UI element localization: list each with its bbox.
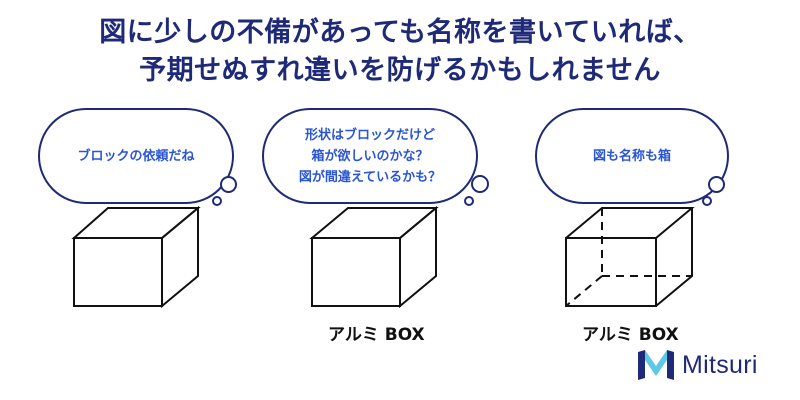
- mitsuri-logo: Mitsuri: [636, 348, 758, 382]
- hollow-box-3: [565, 207, 695, 307]
- thought-dot-large-3: [708, 176, 725, 193]
- mitsuri-m-logo-icon: [638, 350, 674, 380]
- thought-bubble-3: 図も名称も箱: [535, 108, 729, 204]
- thought-dot-small-3: [702, 196, 712, 206]
- solid-block-1: [71, 205, 201, 309]
- headline-line-2: 予期せぬすれ違いを防げるかもしれません: [139, 55, 661, 86]
- bubble-1-line-1: ブロックの依頼だね: [77, 148, 195, 164]
- bubble-2-line-2: 箱が欲しいのかな？: [311, 148, 429, 164]
- thought-bubble-1: ブロックの依頼だね: [38, 108, 234, 204]
- solid-block-2: [309, 205, 439, 309]
- headline: 図に少しの不備があっても名称を書いていれば、 予期せぬすれ違いを防げるかもしれま…: [0, 14, 800, 90]
- logo-text: Mitsuri: [682, 350, 758, 379]
- thought-dot-large-1: [220, 176, 237, 193]
- thought-dot-small-2: [464, 196, 474, 206]
- headline-line-1: 図に少しの不備があっても名称を書いていれば、: [99, 17, 701, 48]
- thought-dot-small-1: [212, 196, 222, 206]
- bubble-2-line-1: 形状はブロックだけど: [304, 127, 435, 143]
- box-label-3: アルミ BOX: [582, 325, 679, 345]
- thought-bubble-2: 形状はブロックだけど 箱が欲しいのかな？ 図が間違えているかも？: [262, 108, 478, 204]
- bubble-2-line-3: 図が間違えているかも？: [298, 169, 442, 185]
- thought-dot-large-2: [471, 175, 489, 193]
- bubble-3-line-1: 図も名称も箱: [592, 148, 671, 164]
- box-label-2: アルミ BOX: [328, 325, 425, 345]
